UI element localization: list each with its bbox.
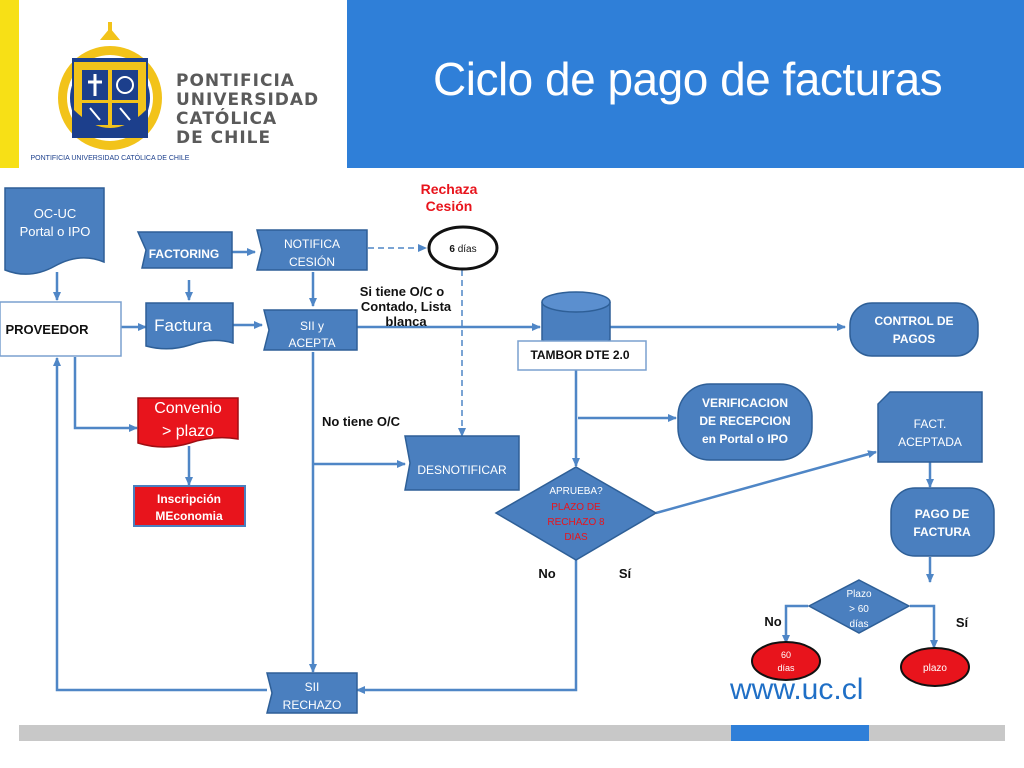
desnotificar-node: DESNOTIFICAR [404, 435, 520, 491]
svg-text:Plazo: Plazo [846, 589, 871, 600]
svg-text:PLAZO DE: PLAZO DE [551, 502, 601, 513]
sii-acepta-node: SII y ACEPTA [263, 309, 358, 351]
fact-aceptada-node: FACT. ACEPTADA [877, 391, 983, 463]
svg-text:SII y: SII y [300, 319, 324, 333]
verificacion-recepcion-node: VERIFICACION DE RECEPCION en Portal o IP… [677, 383, 813, 461]
six-days-node: 6 días [427, 225, 499, 271]
yellow-accent-bar [0, 0, 19, 168]
university-line-3: CATÓLICA [176, 109, 278, 129]
university-line-4: DE CHILE [176, 128, 272, 148]
svg-text:Si tiene O/C o: Si tiene O/C o [360, 284, 445, 299]
svg-text:6 días: 6 días [449, 244, 476, 255]
tambor-cylinder-icon [541, 291, 611, 349]
page-title: Ciclo de pago de facturas [433, 53, 943, 105]
svg-text:días: días [850, 619, 869, 630]
control-pagos-node: CONTROL DE PAGOS [849, 302, 979, 357]
svg-text:NOTIFICA: NOTIFICA [284, 237, 340, 251]
svg-text:DE RECEPCION: DE RECEPCION [699, 414, 790, 428]
svg-text:VERIFICACION: VERIFICACION [702, 396, 788, 410]
svg-text:Factura: Factura [154, 316, 212, 335]
svg-text:APRUEBA?: APRUEBA? [549, 486, 603, 497]
title-band: Ciclo de pago de facturas [347, 0, 1024, 168]
svg-text:FACTURA: FACTURA [913, 525, 971, 539]
svg-text:Inscripción: Inscripción [157, 492, 221, 506]
svg-text:> plazo: > plazo [162, 423, 214, 440]
svg-text:RECHAZO 8: RECHAZO 8 [547, 517, 605, 528]
university-seal-logo: PONTIFICIA UNIVERSIDAD CATÓLICA DE CHILE [31, 22, 190, 162]
svg-text:OC-UC: OC-UC [34, 206, 77, 221]
footer-url[interactable]: www.uc.cl [730, 673, 864, 706]
svg-text:ACEPTADA: ACEPTADA [898, 435, 962, 449]
factura-node: Factura [145, 302, 234, 350]
svg-text:MEconomia: MEconomia [155, 509, 223, 523]
dashed-connectors [368, 244, 466, 437]
university-line-2: UNIVERSIDAD [176, 90, 320, 110]
svg-text:CONTROL DE: CONTROL DE [874, 314, 953, 328]
svg-text:60: 60 [781, 650, 791, 660]
sesenta-dias-node: 60 días [751, 641, 821, 681]
svg-text:DESNOTIFICAR: DESNOTIFICAR [417, 463, 507, 477]
connectors [53, 248, 938, 694]
si-tiene-oc-label: Si tiene O/C o Contado, Lista blanca [360, 284, 452, 329]
plazo-result-node: plazo [900, 647, 970, 687]
svg-text:ACEPTA: ACEPTA [288, 336, 335, 350]
no-tiene-oc-label: No tiene O/C [322, 414, 401, 429]
svg-text:plazo: plazo [923, 663, 947, 674]
sii-rechazo-node: SII RECHAZO [266, 672, 358, 714]
svg-text:PROVEEDOR: PROVEEDOR [5, 322, 89, 337]
svg-text:días: días [777, 663, 795, 673]
aprueba-no-label: No [538, 566, 555, 581]
footer-accent-bar [731, 725, 869, 741]
svg-text:CESIÓN: CESIÓN [289, 254, 335, 269]
convenio-plazo-node: Convenio > plazo [137, 397, 239, 448]
aprueba-decision-node: APRUEBA? PLAZO DE RECHAZO 8 DIAS [494, 466, 658, 561]
svg-text:RECHAZO: RECHAZO [283, 698, 342, 712]
svg-text:TAMBOR DTE 2.0: TAMBOR DTE 2.0 [530, 348, 629, 362]
university-line-1: PONTIFICIA [176, 71, 295, 91]
factoring-node: FACTORING [136, 231, 233, 269]
svg-text:> 60: > 60 [849, 604, 869, 615]
seal-text: PONTIFICIA UNIVERSIDAD CATÓLICA DE CHILE [31, 153, 190, 162]
svg-text:Rechaza: Rechaza [421, 181, 478, 197]
inscripcion-meconomia-node: Inscripción MEconomia [133, 485, 246, 527]
rechaza-cesion-label: Rechaza Cesión [421, 181, 478, 214]
svg-text:FACTORING: FACTORING [149, 247, 219, 261]
svg-text:PAGO DE: PAGO DE [915, 507, 969, 521]
oc-uc-portal-node: OC-UC Portal o IPO [4, 187, 105, 275]
svg-text:SII: SII [305, 680, 320, 694]
pago-factura-node: PAGO DE FACTURA [890, 487, 995, 557]
svg-text:en Portal o IPO: en Portal o IPO [702, 432, 788, 446]
svg-text:blanca: blanca [385, 314, 427, 329]
svg-text:PAGOS: PAGOS [893, 332, 935, 346]
aprueba-si-label: Sí [619, 566, 632, 581]
notifica-cesion-node: NOTIFICA CESIÓN [256, 229, 368, 271]
university-name: PONTIFICIA UNIVERSIDAD CATÓLICA DE CHILE [176, 72, 319, 148]
svg-text:Contado, Lista: Contado, Lista [361, 299, 452, 314]
proveedor-node: PROVEEDOR [0, 301, 122, 357]
svg-text:FACT.: FACT. [914, 417, 947, 431]
svg-text:Portal o IPO: Portal o IPO [20, 224, 91, 239]
svg-text:Convenio: Convenio [154, 400, 222, 417]
svg-text:Cesión: Cesión [426, 198, 473, 214]
svg-text:DIAS: DIAS [564, 532, 588, 543]
plazo-no-label: No [764, 614, 781, 629]
plazo-si-label: Sí [956, 615, 969, 630]
tambor-dte-label: TAMBOR DTE 2.0 [517, 340, 647, 371]
plazo-decision-node: Plazo > 60 días [807, 579, 911, 634]
